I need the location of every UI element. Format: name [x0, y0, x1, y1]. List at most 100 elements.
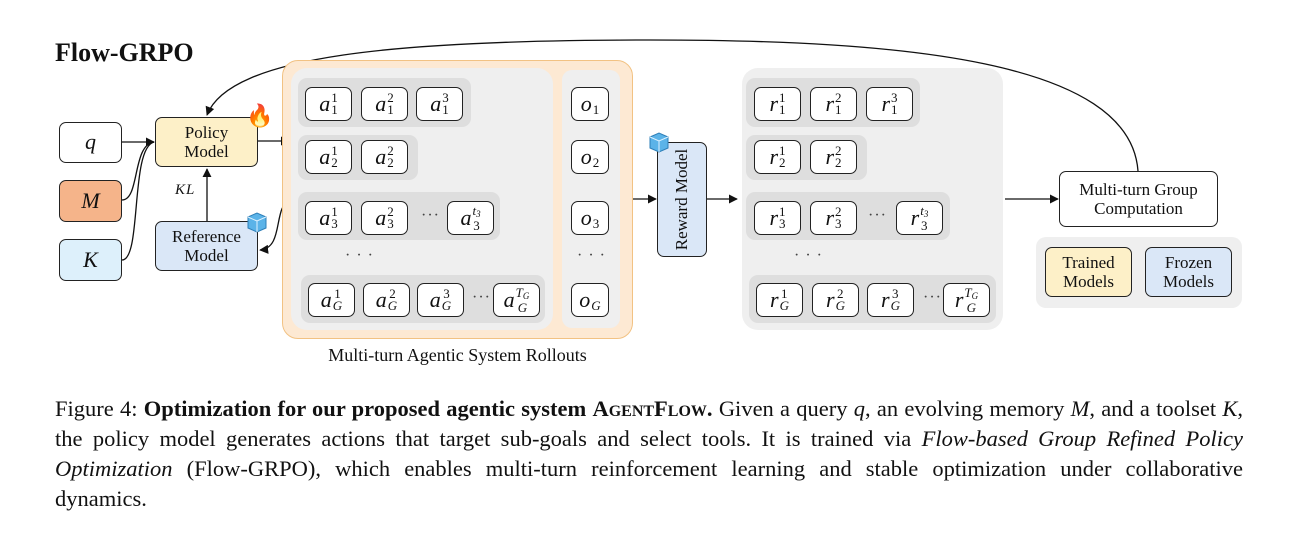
term-superscript: 1 [780, 286, 789, 301]
term-superscript: TG [964, 284, 979, 302]
policy-model-box: Policy Model [155, 117, 258, 167]
term-superscript: 1 [333, 287, 342, 300]
term-superscript: 3 [891, 287, 900, 300]
caption-system-name: AgentFlow. [592, 396, 713, 421]
term-superscript: 1 [331, 205, 338, 218]
reward-model-label: Reward Model [672, 148, 692, 251]
row-ellipsis: · · · [577, 247, 606, 264]
math-term: o 3 [581, 205, 600, 231]
superscript-text: 3 [891, 90, 898, 105]
caption-text: Given a query [718, 396, 848, 421]
term-subscript: G [591, 298, 601, 313]
superscript-sub: G [971, 290, 979, 301]
group-computation-box: Multi-turn Group Computation [1059, 171, 1218, 227]
term-scripts: G [591, 288, 600, 312]
math-term: o G [579, 287, 600, 313]
term-subscript: 3 [473, 217, 480, 233]
query-box: q [59, 122, 122, 163]
term-subscript: 2 [835, 155, 842, 170]
feedback-arc [205, 39, 1139, 172]
term-base: a [430, 90, 442, 116]
caption-var: M [1070, 396, 1090, 421]
legend-frozen: Frozen Models [1145, 247, 1232, 297]
caption-bold: Optimization for our proposed agentic sy… [143, 396, 587, 421]
term-subscript: G [441, 298, 452, 313]
term-subscript: G [966, 299, 976, 315]
reward-model-box: Reward Model [657, 142, 707, 257]
term-superscript: 3 [442, 286, 451, 301]
term-base: r [881, 286, 890, 312]
term-superscript: 3 [891, 90, 898, 105]
superscript-text: 2 [387, 204, 394, 219]
term-subscript: G [890, 298, 900, 313]
term-base: r [769, 143, 779, 169]
term-superscript: 2 [387, 204, 394, 219]
figure-caption: Figure 4: Optimization for our proposed … [55, 394, 1243, 514]
superscript-text: 1 [781, 286, 788, 301]
superscript-text: t [472, 202, 477, 218]
superscript-sub: 3 [923, 208, 929, 219]
superscript-text: 2 [835, 204, 842, 219]
math-term: o 1 [581, 91, 600, 117]
row-ellipsis: · · · [794, 247, 823, 264]
term-subscript: 3 [387, 216, 394, 231]
term-superscript: 1 [779, 144, 786, 157]
math-term: o 2 [581, 144, 600, 170]
superscript-text: 2 [835, 90, 842, 105]
ellipsis: ··· [868, 207, 887, 224]
superscript-text: T [964, 284, 972, 300]
term-base: r [910, 204, 920, 230]
output-box: o G [571, 283, 609, 317]
term-superscript: 2 [836, 287, 845, 300]
term-superscript: 1 [779, 205, 786, 218]
superscript-text: 3 [443, 286, 450, 301]
term-subscript: 3 [835, 216, 842, 231]
term-subscript: 1 [331, 102, 338, 117]
superscript-text: 3 [442, 90, 449, 105]
term-base: r [825, 204, 835, 230]
term-base: a [460, 204, 472, 230]
term-superscript: 2 [388, 287, 397, 300]
term-subscript: G [332, 298, 343, 313]
memory-symbol: M [81, 187, 100, 213]
term-subscript: 2 [779, 155, 786, 170]
caption-text: (Flow-GRPO), which enables multi-turn re… [55, 456, 1243, 511]
legend-trained: Trained Models [1045, 247, 1132, 297]
term-base: r [825, 143, 835, 169]
ellipsis: ··· [923, 289, 942, 306]
